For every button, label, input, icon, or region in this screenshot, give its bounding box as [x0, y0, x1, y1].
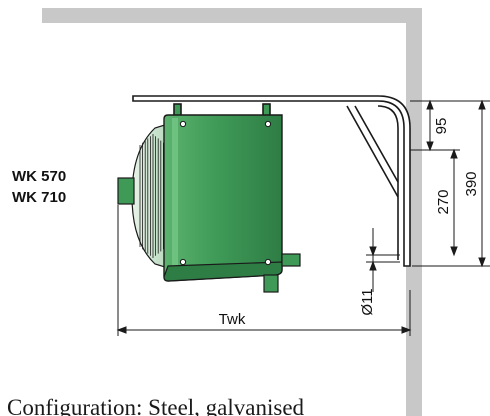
- model-label-2: WK 710: [12, 189, 67, 206]
- dim-arrow-twk-right: [401, 326, 412, 334]
- model-label-1: WK 570: [12, 168, 67, 185]
- screw-top-left: [179, 120, 187, 128]
- unit-body: [163, 114, 301, 293]
- wall: [42, 8, 422, 416]
- dim-label-390: 390: [463, 171, 480, 196]
- dim-arrow-hole-top: [369, 246, 377, 257]
- dim-arrow-270-bottom: [450, 246, 458, 257]
- unit-highlight: [172, 118, 178, 272]
- mounting-bracket: [132, 95, 411, 267]
- screw-bottom-right: [264, 258, 272, 266]
- dim-label-95: 95: [433, 118, 450, 135]
- dim-arrow-390-bottom: [478, 257, 486, 268]
- screw-top-right: [264, 120, 272, 128]
- dim-label-hole: Ø11: [359, 288, 376, 315]
- bracket-clip-left: [173, 103, 182, 117]
- dim-arrow-270-top: [450, 148, 458, 159]
- dim-arrow-390-top: [478, 99, 486, 110]
- bracket-strut: [346, 105, 399, 198]
- wall-top: [42, 8, 422, 23]
- dim-label-270: 270: [435, 189, 452, 214]
- configuration-caption: Configuration: Steel, galvanised: [7, 395, 305, 416]
- dim-label-twk: Twk: [219, 311, 246, 328]
- unit-bottom-connector: [263, 274, 279, 293]
- unit-side-connector: [281, 253, 301, 267]
- fan-housing: [117, 123, 169, 269]
- unit-case: [163, 114, 283, 282]
- bracket-rail: [132, 95, 411, 267]
- bracket-clip-right: [262, 103, 271, 117]
- screw-bottom-left: [179, 258, 187, 266]
- dim-arrow-twk-left: [116, 326, 127, 334]
- dim-arrow-95-top: [426, 99, 434, 110]
- fan-nozzle: [117, 177, 135, 205]
- dimension-lines: [116, 99, 490, 336]
- dim-arrow-95-bottom: [426, 141, 434, 152]
- bracket-curve: [377, 105, 399, 260]
- dim-arrow-hole-bottom: [369, 260, 377, 271]
